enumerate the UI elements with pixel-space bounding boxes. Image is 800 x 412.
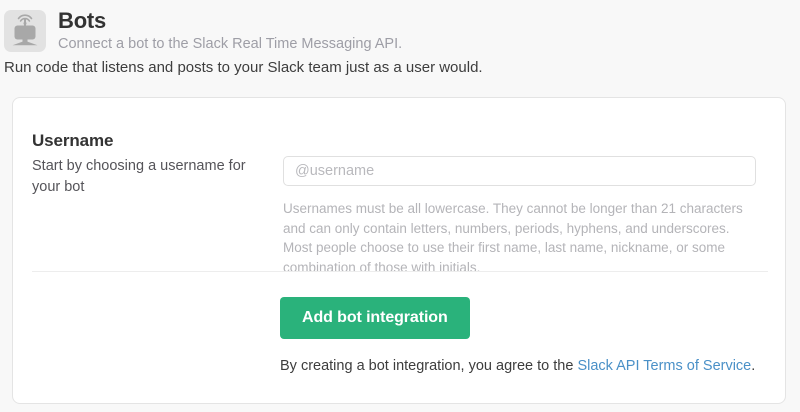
slack-api-terms-of-service-link[interactable]: Slack API Terms of Service (577, 358, 752, 374)
page-header: Bots Connect a bot to the Slack Real Tim… (0, 0, 800, 92)
submit-area: Add bot integration By creating a bot in… (280, 297, 755, 376)
username-input-column: Usernames must be all lowercase. They ca… (283, 156, 768, 277)
header-row: Bots Connect a bot to the Slack Real Tim… (4, 8, 402, 54)
header-text: Bots Connect a bot to the Slack Real Tim… (58, 8, 402, 54)
terms-prefix-text: By creating a bot integration, you agree… (280, 358, 578, 374)
page-title: Bots (58, 8, 107, 33)
terms-line: By creating a bot integration, you agree… (280, 356, 755, 376)
username-label-column: Username Start by choosing a username fo… (32, 130, 267, 198)
section-divider (32, 271, 768, 272)
page-intro-text: Run code that listens and posts to your … (4, 59, 483, 76)
bot-icon (4, 10, 46, 52)
username-input[interactable] (283, 156, 756, 186)
username-section-description: Start by choosing a username for your bo… (32, 158, 246, 195)
page-subtitle: Connect a bot to the Slack Real Time Mes… (58, 36, 403, 52)
terms-suffix-text: . (751, 358, 756, 374)
username-section-title: Username (32, 131, 114, 150)
bot-integration-card: Username Start by choosing a username fo… (12, 97, 786, 404)
username-help-text: Usernames must be all lowercase. They ca… (283, 201, 743, 275)
add-bot-integration-button[interactable]: Add bot integration (280, 297, 470, 339)
